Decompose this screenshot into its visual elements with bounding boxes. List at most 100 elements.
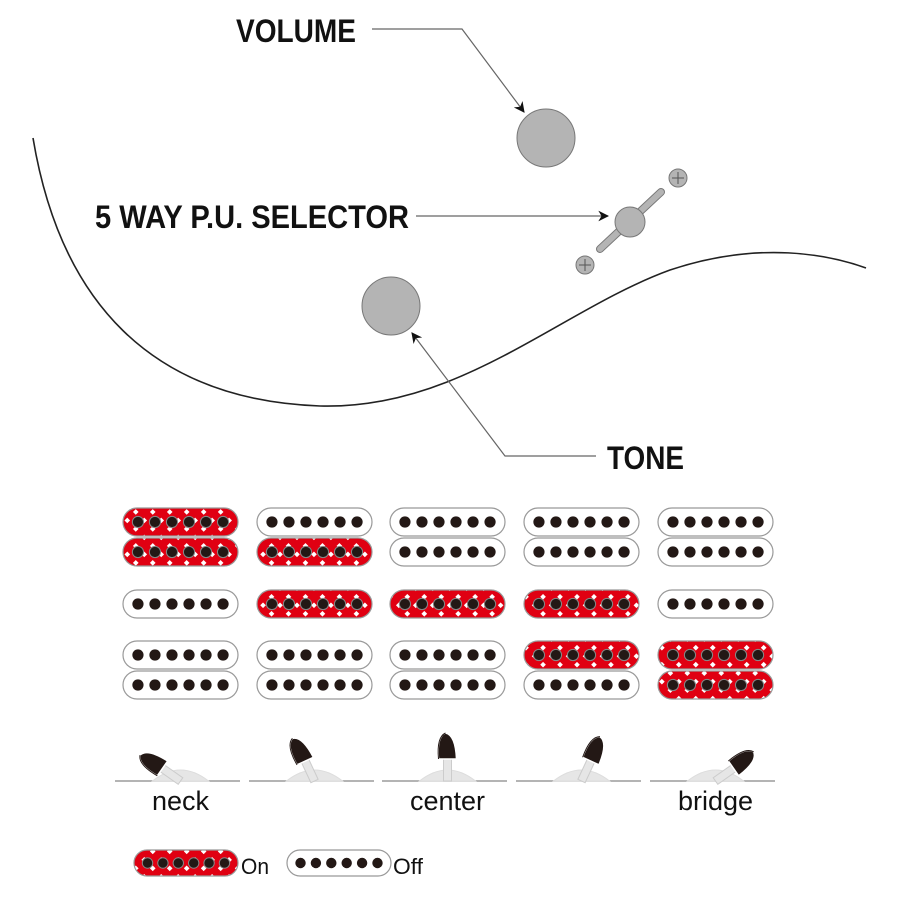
pole-piece: [467, 546, 479, 558]
pickup-coil-neck-top: [122, 507, 239, 537]
pole-piece: [700, 648, 714, 662]
pole-piece: [283, 649, 295, 661]
pole-piece: [532, 597, 546, 611]
pole-piece: [166, 598, 178, 610]
pole-piece: [351, 649, 363, 661]
pole-piece: [601, 546, 613, 558]
pole-piece: [567, 516, 579, 528]
pole-piece: [752, 546, 764, 558]
pickup-coil-neck-bottom: [256, 537, 373, 567]
pole-piece: [283, 516, 295, 528]
pickup-coil-bridge-top: [122, 640, 239, 670]
pole-piece: [717, 648, 731, 662]
pole-piece: [450, 649, 462, 661]
pole-piece: [416, 546, 428, 558]
pole-piece: [433, 679, 445, 691]
toggle-lever-icon: [650, 749, 775, 785]
pole-piece: [484, 649, 496, 661]
pole-piece: [282, 597, 296, 611]
tone-knob[interactable]: [361, 276, 421, 336]
toggle-lever-icon: [516, 735, 641, 784]
pole-piece: [217, 679, 229, 691]
pole-piece: [131, 515, 145, 529]
toggle-lever-icon: [115, 751, 240, 785]
pole-piece: [265, 597, 279, 611]
pole-piece: [667, 598, 679, 610]
pole-piece: [217, 598, 229, 610]
pole-piece: [617, 648, 631, 662]
pole-piece: [752, 598, 764, 610]
pole-piece: [351, 679, 363, 691]
pole-piece: [182, 515, 196, 529]
pole-piece: [200, 679, 212, 691]
position-label-bridge: bridge: [678, 786, 753, 816]
pole-piece: [701, 546, 713, 558]
legend: On Off: [133, 849, 424, 879]
pole-piece: [550, 679, 562, 691]
pole-piece: [182, 545, 196, 559]
pole-piece: [484, 546, 496, 558]
pickup-coil-off: [286, 849, 392, 877]
pole-piece: [550, 546, 562, 558]
pole-piece: [266, 649, 278, 661]
volume-leader-line: [372, 28, 525, 113]
pickup-coil-bridge-top: [657, 640, 774, 670]
pickup-coil-neck-bottom: [657, 537, 774, 567]
pole-piece: [567, 679, 579, 691]
pole-piece: [701, 516, 713, 528]
pole-piece: [166, 649, 178, 661]
pickup-coil-middle: [657, 589, 774, 619]
pole-piece: [416, 679, 428, 691]
pole-piece: [601, 516, 613, 528]
pole-piece: [300, 679, 312, 691]
pole-piece: [718, 546, 730, 558]
pole-piece: [217, 649, 229, 661]
tone-leader-line: [411, 332, 596, 457]
pole-piece: [450, 679, 462, 691]
pole-piece: [735, 516, 747, 528]
pole-piece: [549, 648, 563, 662]
pickup-coil-neck-top: [256, 507, 373, 537]
pole-piece: [200, 649, 212, 661]
pole-piece: [432, 597, 446, 611]
pickup-coil-middle: [256, 589, 373, 619]
pole-piece: [200, 598, 212, 610]
pole-piece: [567, 546, 579, 558]
selector-label: 5 WAY P.U. SELECTOR: [95, 199, 409, 235]
pole-piece: [667, 516, 679, 528]
selector-switch[interactable]: [596, 188, 665, 253]
pickup-coil-bridge-top: [389, 640, 506, 670]
pole-piece: [683, 678, 697, 692]
switch-position: [249, 507, 374, 784]
pole-piece: [166, 679, 178, 691]
pole-piece: [666, 678, 680, 692]
volume-knob[interactable]: [516, 108, 576, 168]
pole-piece: [157, 857, 169, 869]
pole-piece: [372, 857, 383, 869]
pole-piece: [317, 679, 329, 691]
pole-piece: [467, 649, 479, 661]
pole-piece: [467, 679, 479, 691]
legend-on-label: On: [241, 854, 269, 879]
pole-piece: [350, 545, 364, 559]
pole-piece: [265, 545, 279, 559]
pole-piece: [300, 649, 312, 661]
pole-piece: [449, 597, 463, 611]
pole-piece: [316, 545, 330, 559]
pole-piece: [433, 546, 445, 558]
pole-piece: [266, 516, 278, 528]
pole-piece: [141, 857, 154, 869]
pole-piece: [684, 598, 696, 610]
pickup-coil-bridge-bottom: [256, 670, 373, 700]
pole-piece: [701, 598, 713, 610]
pole-piece: [549, 597, 563, 611]
pole-piece: [317, 516, 329, 528]
pole-piece: [199, 515, 213, 529]
toggle-lever-icon: [249, 737, 374, 784]
pole-piece: [700, 678, 714, 692]
pole-piece: [416, 649, 428, 661]
pole-piece: [483, 597, 497, 611]
pole-piece: [216, 545, 230, 559]
pole-piece: [341, 857, 352, 869]
pole-piece: [718, 516, 730, 528]
